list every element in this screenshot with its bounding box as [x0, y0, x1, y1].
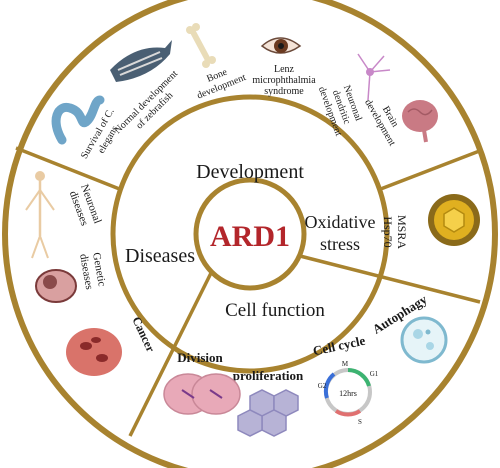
divider-inner-right	[299, 254, 481, 304]
zebrafish-icon	[110, 40, 172, 82]
label-proliferation: proliferation	[233, 368, 304, 383]
phase-g2-label: G2	[318, 382, 327, 390]
inner-ring	[193, 177, 307, 291]
label-eye: Lenz microphthalmia syndrome	[252, 64, 316, 97]
label-hsp70: Hsp70	[381, 216, 395, 247]
label-division: Division	[177, 350, 223, 365]
section-cell-function: Cell function	[225, 300, 325, 321]
nervous-system-icon	[25, 171, 55, 259]
divider-right-upper	[377, 148, 483, 192]
phase-g1-label: G1	[370, 370, 379, 378]
section-diseases: Diseases	[125, 245, 195, 267]
phase-s-label: S	[358, 418, 362, 426]
eye-icon	[260, 37, 302, 54]
bone-icon	[186, 23, 216, 68]
cell-division-icon	[163, 373, 241, 415]
label-eye-l2: microphthalmia	[252, 75, 316, 86]
section-oxidative-line1: Oxidative	[305, 212, 376, 232]
label-eye-l3: syndrome	[264, 86, 304, 97]
fetus-icon	[35, 269, 77, 303]
label-msra: MSRA	[395, 215, 409, 249]
proliferation-cells-icon	[237, 389, 299, 437]
phase-m-label: M	[342, 360, 349, 368]
cancer-cells-icon	[66, 328, 122, 376]
label-genetic-diseases-l1: Genetic	[90, 252, 108, 288]
msra-icon	[428, 194, 480, 246]
label-oxidative-proteins: MSRA Hsp70	[381, 215, 409, 249]
middle-ring	[110, 94, 390, 374]
divider-left	[15, 146, 123, 192]
worm-icon	[51, 95, 105, 145]
section-development: Development	[196, 161, 304, 183]
neuron-icon	[357, 53, 391, 101]
brain-icon	[402, 100, 438, 143]
cycle-center-label: 12hrs	[339, 389, 357, 398]
center-label: ARD1	[210, 220, 290, 253]
section-oxidative-line2: stress	[320, 234, 360, 254]
label-eye-l1: Lenz	[274, 64, 295, 75]
autophagy-vesicle-icon	[400, 316, 448, 364]
cell-cycle-diagram: 12hrs M G1 G2 S	[318, 360, 379, 426]
divider-inner-bottom-left	[128, 270, 214, 437]
